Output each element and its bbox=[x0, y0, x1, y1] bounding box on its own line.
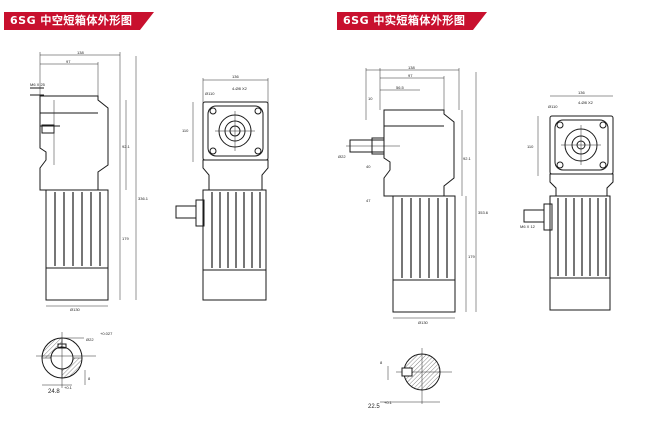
right-side-view: 138 97 56.5 10 Ø22 40 47 92.1 353.6 179 … bbox=[338, 65, 489, 325]
sec-depth-tol: +0.1 bbox=[64, 385, 73, 390]
front-left-dia-r: Ø110 bbox=[548, 104, 558, 109]
front-left-h-r: 110 bbox=[527, 144, 534, 149]
front-left-dia: Ø110 bbox=[205, 91, 215, 96]
sec-depth-tol-r: +0.1 bbox=[384, 400, 393, 405]
dim-shaft-label: M6 X 25 bbox=[30, 82, 46, 87]
dim-top-a-r: 97 bbox=[408, 73, 413, 78]
title-banner-hollow: 6SG 中空短箱体外形图 bbox=[4, 12, 155, 30]
sec-depth-r: 22.5 bbox=[368, 404, 380, 410]
front-hole: 4-Ø8 X2 bbox=[232, 86, 248, 91]
sec-bore: Ø22 bbox=[86, 337, 94, 342]
right-front-view: 136 4-Ø8 X2 Ø110 110 M6 X 12 bbox=[520, 90, 614, 311]
dim-bottom-w-r: Ø130 bbox=[418, 320, 429, 325]
front-hole-r: 4-Ø8 X2 bbox=[578, 100, 594, 105]
dim-right-c-r: 353.6 bbox=[478, 210, 489, 215]
right-label: M6 X 12 bbox=[520, 224, 536, 229]
sec-tol: +0.027 bbox=[100, 331, 113, 336]
left-front-view: 136 4-Ø8 X2 Ø110 110 bbox=[175, 74, 269, 301]
dim-left-a: 10 bbox=[368, 96, 373, 101]
front-top-w-r: 136 bbox=[578, 90, 585, 95]
banner-tail bbox=[140, 12, 155, 30]
dim-shaft-r: Ø22 bbox=[338, 154, 346, 159]
dim-top-overall: 138 bbox=[77, 50, 84, 55]
left-side-view: 138 97 M6 X 25 92.1 336.1 179 Ø130 bbox=[30, 50, 149, 312]
banner-tail bbox=[473, 12, 488, 30]
right-shaft-section: 8 22.5 +0.1 bbox=[368, 348, 452, 410]
left-shaft-section: Ø22 +0.027 8 24.8 +0.1 bbox=[36, 331, 113, 395]
dim-right-c: 336.1 bbox=[138, 196, 149, 201]
sec-key-w-r: 8 bbox=[380, 360, 383, 365]
dim-right-b: 92.1 bbox=[122, 144, 131, 149]
dim-left-b: 40 bbox=[366, 164, 371, 169]
title-banner-solid: 6SG 中实短箱体外形图 bbox=[337, 12, 488, 30]
dim-top-a: 97 bbox=[66, 59, 71, 64]
dim-right-b-r: 92.1 bbox=[463, 156, 472, 161]
title-solid-shaft: 6SG 中实短箱体外形图 bbox=[337, 12, 474, 30]
dim-right-d: 179 bbox=[122, 236, 129, 241]
title-hollow-shaft: 6SG 中空短箱体外形图 bbox=[4, 12, 141, 30]
dim-left-c: 47 bbox=[366, 198, 371, 203]
sec-depth: 24.8 bbox=[48, 389, 60, 395]
dim-top-b-r: 56.5 bbox=[396, 85, 405, 90]
dim-right-d-r: 179 bbox=[468, 254, 475, 259]
dim-bottom-w: Ø130 bbox=[70, 307, 81, 312]
front-left-h: 110 bbox=[182, 128, 189, 133]
dim-top-overall-r: 138 bbox=[408, 65, 415, 70]
front-top-w: 136 bbox=[232, 74, 239, 79]
sec-key-w: 8 bbox=[88, 376, 91, 381]
